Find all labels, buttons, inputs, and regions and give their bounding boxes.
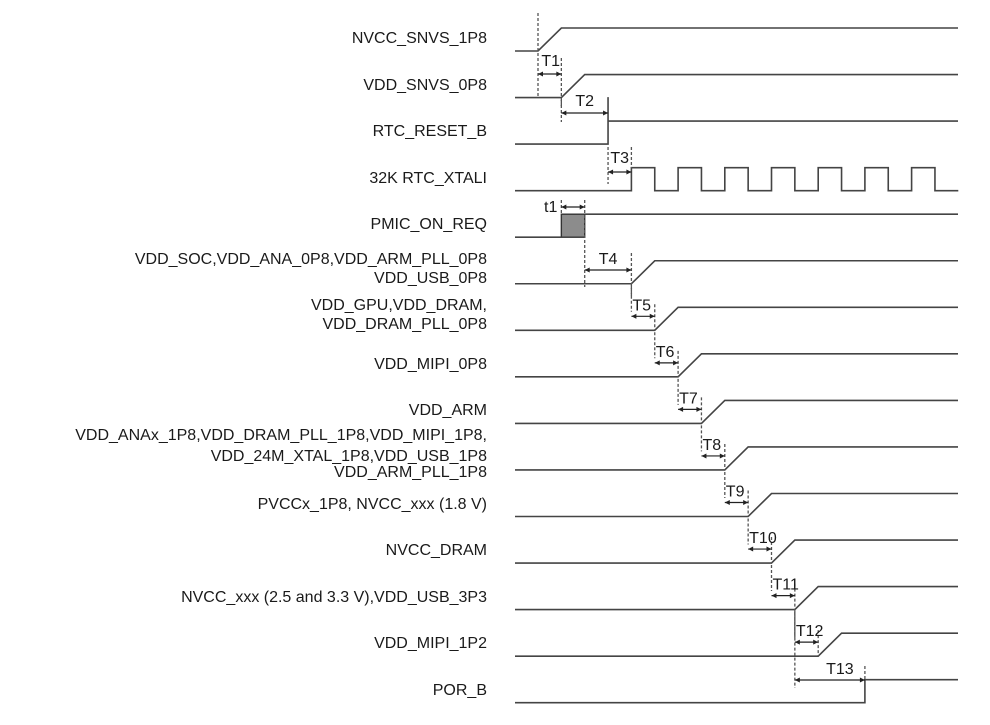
signal-label: POR_B [432, 681, 487, 699]
signal-label: VDD_MIPI_0P8 [374, 355, 487, 373]
signal-label: PMIC_ON_REQ [370, 216, 487, 234]
interval-t9-arrowhead-right [743, 500, 749, 505]
signal-label: VDD_ARM [408, 402, 487, 420]
interval-t12-arrowhead-right [813, 639, 819, 645]
signal-label: VDD_MIPI_1P2 [374, 635, 487, 653]
waveform-por-b [515, 678, 958, 704]
waveform-pmic-on-req [515, 213, 958, 238]
waveform-vdd-mipi-1p2 [515, 632, 958, 657]
interval-t13-label: T13 [826, 661, 854, 678]
interval-t1-label: t1 [544, 199, 557, 216]
interval-t7-arrowhead-left [678, 406, 684, 412]
signal-label: RTC_RESET_B [372, 123, 487, 141]
interval-t5-label: T5 [632, 297, 651, 314]
signal-label: VDD_ARM_PLL_1P8 [334, 463, 487, 481]
signal-label: VDD_USB_0P8 [374, 269, 487, 287]
interval-t1-arrowhead-right [579, 204, 585, 210]
interval-t12-label: T12 [796, 623, 824, 640]
signal-label: VDD_DRAM_PLL_0P8 [322, 316, 487, 334]
interval-t7-label: T7 [679, 390, 698, 407]
interval-t10-label: T10 [749, 530, 777, 547]
waveform-vdd-gpu [515, 306, 958, 332]
interval-t8-arrowhead-right [719, 453, 725, 459]
interval-t11-label: T11 [773, 577, 799, 594]
waveform-vdd-arm [515, 399, 958, 425]
waveform-32k [515, 166, 959, 192]
interval-t2-arrowhead-left [561, 110, 567, 116]
waveform-vdd-anax-1p8 [515, 446, 958, 471]
interval-t2-label: T2 [575, 93, 594, 110]
pmic-pulse-box [560, 213, 586, 238]
signal-label: VDD_ANAx_1P8,VDD_DRAM_PLL_1P8,VDD_MIPI_1… [75, 426, 487, 444]
interval-t8-label: T8 [702, 437, 721, 454]
waveform-nvcc-snvs-1p8 [515, 27, 958, 52]
interval-t4-arrowhead-left [584, 267, 590, 273]
interval-t9-label: T9 [726, 484, 745, 501]
waveform-vdd-soc [515, 259, 958, 285]
signal-label: VDD_GPU,VDD_DRAM, [310, 297, 487, 315]
signal-label: VDD_SNVS_0P8 [363, 76, 487, 94]
interval-t10-arrowhead-right [766, 546, 772, 552]
signal-label: NVCC_DRAM [385, 542, 487, 560]
interval-t3-arrowhead-right [626, 169, 632, 175]
interval-t3-label: T3 [610, 150, 629, 167]
signal-label: NVCC_SNVS_1P8 [351, 30, 487, 47]
waveform-vdd-snvs-0p8 [515, 73, 958, 99]
interval-t1-arrowhead-left [538, 71, 543, 77]
interval-t13-arrowhead-left [794, 677, 800, 683]
interval-t5-arrowhead-left [631, 313, 637, 319]
interval-t6-label: T6 [656, 344, 675, 361]
interval-t2-arrowhead-right [603, 110, 609, 116]
waveform-pvccx-1p8 [515, 492, 958, 518]
signal-label: VDD_24M_XTAL_1P8,VDD_USB_1P8 [210, 447, 487, 465]
interval-t1-arrowhead-right [556, 71, 562, 77]
interval-t11-arrowhead-left [771, 593, 777, 599]
signal-label: PVCCx_1P8, NVCC_xxx (1.8 V) [257, 495, 487, 513]
waveform-nvcc-xxx [515, 585, 958, 611]
interval-t1-arrowhead-left [561, 204, 567, 210]
signal-label: 32K RTC_XTALI [369, 169, 487, 187]
interval-t7-arrowhead-right [696, 406, 702, 412]
interval-t3-arrowhead-left [608, 169, 614, 175]
waveform-vdd-mipi-0p8 [515, 353, 958, 378]
interval-t9-arrowhead-left [724, 500, 730, 505]
signal-label: VDD_SOC,VDD_ANA_0P8,VDD_ARM_PLL_0P8 [134, 250, 487, 268]
interval-t11-arrowhead-right [789, 593, 795, 599]
interval-t6-arrowhead-right [673, 360, 679, 366]
interval-t13-arrowhead-right [859, 677, 865, 683]
interval-t4-arrowhead-right [626, 267, 632, 273]
interval-t8-arrowhead-left [701, 453, 707, 459]
interval-t10-arrowhead-left [748, 546, 754, 552]
interval-t4-label: T4 [599, 251, 618, 268]
waveform-nvcc-dram [515, 539, 958, 564]
interval-t12-arrowhead-left [794, 639, 800, 645]
interval-t5-arrowhead-right [649, 313, 655, 319]
signal-label: NVCC_xxx (2.5 and 3.3 V),VDD_USB_3P3 [181, 588, 487, 606]
interval-t6-arrowhead-left [654, 360, 660, 366]
interval-t1-label: T1 [541, 53, 560, 70]
